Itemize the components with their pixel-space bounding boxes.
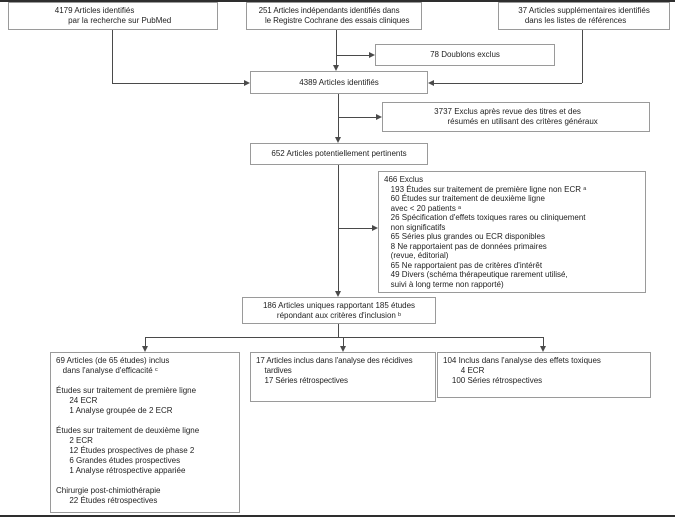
connector-to-excluded-466: [338, 228, 372, 229]
box-title-abstract-excluded-text: 3737 Exclus après revue des titres et de…: [434, 107, 598, 126]
connector-references-down: [582, 30, 583, 83]
box-cochrane-identified: 251 Articles indépendants identifiés dan…: [246, 2, 422, 30]
box-references-text: 37 Articles supplémentaires identifiés d…: [518, 6, 650, 25]
box-potentially-relevant: 652 Articles potentiellement pertinents: [250, 143, 428, 165]
box-articles-identified: 4389 Articles identifiés: [250, 71, 428, 94]
connector-identified-down: [338, 94, 339, 137]
connector-to-late-relapse: [343, 337, 344, 346]
box-efficacy-analysis: 69 Articles (de 65 études) inclus dans l…: [50, 352, 240, 513]
box-cochrane-text: 251 Articles indépendants identifiés dan…: [258, 6, 410, 25]
box-toxicity-analysis: 104 Inclus dans l'analyse des effets tox…: [437, 352, 651, 398]
arrowhead-into-identified-left: [244, 80, 250, 86]
box-identified-text: 4389 Articles identifiés: [299, 77, 379, 87]
connector-cochrane-down: [336, 30, 337, 66]
box-unique-articles: 186 Articles uniques rapportant 185 étud…: [242, 297, 436, 324]
connector-to-efficacy: [145, 337, 146, 346]
arrowhead-into-efficacy: [142, 346, 148, 352]
box-excluded-466-text: 466 Exclus 193 Études sur traitement de …: [384, 175, 587, 289]
box-title-abstract-excluded: 3737 Exclus après revue des titres et de…: [382, 102, 650, 132]
connector-distributor: [145, 337, 543, 338]
box-unique-articles-text: 186 Articles uniques rapportant 185 étud…: [262, 300, 416, 320]
box-toxicity-text: 104 Inclus dans l'analyse des effets tox…: [443, 356, 601, 385]
connector-to-title-abstract-excluded: [338, 117, 376, 118]
box-efficacy-text: 69 Articles (de 65 études) inclus dans l…: [56, 356, 200, 505]
figure-bottom-rule: [0, 515, 675, 517]
box-excluded-466: 466 Exclus 193 Études sur traitement de …: [378, 171, 646, 293]
connector-unique-down: [338, 324, 339, 337]
box-duplicates-excluded: 78 Doublons exclus: [375, 44, 555, 66]
box-potentially-relevant-text: 652 Articles potentiellement pertinents: [271, 149, 407, 158]
arrowhead-into-identified-top: [333, 65, 339, 71]
connector-references-to-identified: [434, 83, 582, 84]
box-duplicates-text: 78 Doublons exclus: [430, 50, 500, 59]
box-pubmed-identified: 4179 Articles identifiés par la recherch…: [8, 2, 218, 30]
figure-top-rule: [0, 0, 675, 2]
arrowhead-into-duplicates: [369, 52, 375, 58]
arrowhead-into-excluded-466: [372, 225, 378, 231]
arrowhead-into-unique: [335, 291, 341, 297]
connector-pubmed-to-identified: [112, 83, 244, 84]
connector-to-duplicates: [336, 55, 369, 56]
connector-pubmed-down: [112, 30, 113, 83]
box-late-relapse-text: 17 Articles inclus dans l'analyse des ré…: [256, 356, 413, 385]
arrowhead-into-late-relapse: [340, 346, 346, 352]
arrowhead-into-title-abstract-excluded: [376, 114, 382, 120]
box-reference-lists-identified: 37 Articles supplémentaires identifiés d…: [498, 2, 670, 30]
arrowhead-into-relevant: [335, 137, 341, 143]
connector-to-toxicity: [543, 337, 544, 346]
box-late-relapse-analysis: 17 Articles inclus dans l'analyse des ré…: [250, 352, 436, 402]
arrowhead-into-toxicity: [540, 346, 546, 352]
box-pubmed-text: 4179 Articles identifiés par la recherch…: [54, 6, 172, 25]
arrowhead-into-identified-right: [428, 80, 434, 86]
